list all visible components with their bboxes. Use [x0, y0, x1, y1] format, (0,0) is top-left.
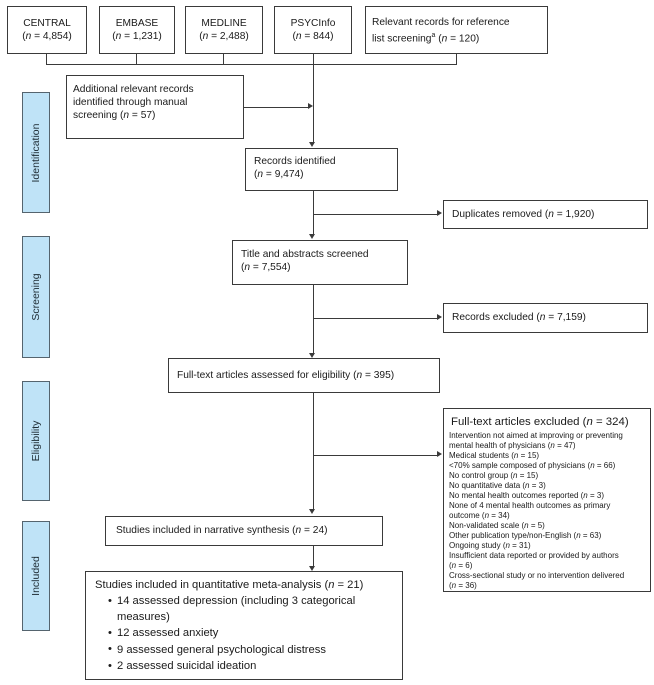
manual-screening-line3: screening (n = 57): [73, 110, 156, 122]
fulltext-excluded-box: Full-text articles excluded (n = 324) In…: [443, 408, 651, 592]
list-item: No quantitative data (n = 3): [449, 481, 546, 490]
title-abstracts-line1: Title and abstracts screened: [241, 249, 369, 260]
records-identified-line2: (n = 9,474): [254, 169, 304, 181]
source-box-psycinfo: PSYCInfo (n = 844): [274, 6, 352, 54]
arrow-into-records-identified: [309, 142, 316, 147]
records-identified-box: Records identified (n = 9,474): [245, 148, 398, 191]
meta-analysis-title: Studies included in quantitative meta-an…: [95, 579, 364, 591]
stage-label-included-text: Included: [30, 556, 42, 596]
reference-list-line1: Relevant records for reference: [372, 17, 510, 28]
list-item: 14 assessed depression (including 3 cate…: [108, 594, 396, 625]
connector-central-stub: [46, 54, 47, 64]
source-box-medline: MEDLINE (n = 2,488): [185, 6, 263, 54]
stage-label-identification: Identification: [22, 92, 50, 213]
list-item: No mental health outcomes reported (n = …: [449, 491, 604, 500]
arrow-into-fulltext-excluded: [437, 451, 442, 458]
source-name-psycinfo: PSYCInfo: [290, 18, 336, 29]
arrow-into-narrative-synthesis: [309, 509, 316, 514]
connector-records-to-title: [313, 191, 314, 236]
arrow-manual-to-trunk: [308, 103, 313, 110]
connector-reference-stub: [456, 54, 457, 64]
stage-label-screening-text: Screening: [30, 273, 42, 321]
connector-fulltext-to-narrative: [313, 393, 314, 511]
connector-sources-trunk: [313, 64, 314, 144]
duplicates-removed-text: Duplicates removed (n = 1,920): [452, 208, 595, 220]
source-name-medline: MEDLINE: [201, 18, 247, 29]
connector-sources-manifold: [46, 64, 457, 65]
records-identified-line1: Records identified: [254, 156, 336, 167]
list-item: Intervention not aimed at improving or p…: [449, 431, 623, 440]
reference-list-line2: list screeninga (n = 120): [372, 32, 480, 45]
fulltext-excluded-reason-list: Intervention not aimed at improving or p…: [449, 431, 645, 591]
list-item: Cross-sectional study or no intervention…: [449, 571, 625, 580]
stage-label-identification-text: Identification: [30, 123, 42, 182]
connector-title-to-excluded: [313, 318, 439, 319]
connector-fulltext-to-excluded-list: [313, 455, 439, 456]
duplicates-removed-box: Duplicates removed (n = 1,920): [443, 200, 648, 229]
manual-screening-line2: identified through manual: [73, 97, 188, 109]
source-count-embase: (n = 1,231): [112, 31, 162, 43]
stage-label-screening: Screening: [22, 236, 50, 358]
records-excluded-text: Records excluded (n = 7,159): [452, 312, 586, 324]
source-box-central: CENTRAL (n = 4,854): [7, 6, 87, 54]
list-item: mental health of physicians (n = 47): [449, 441, 576, 450]
list-item: outcome (n = 34): [449, 511, 510, 520]
list-item: 2 assessed suicidal ideation: [108, 659, 396, 675]
list-item: Non-validated scale (n = 5): [449, 521, 545, 530]
connector-embase-stub: [136, 54, 137, 64]
list-item: 9 assessed general psychological distres…: [108, 642, 396, 659]
fulltext-excluded-title: Full-text articles excluded (n = 324): [451, 416, 629, 428]
connector-psycinfo-stub: [313, 54, 314, 64]
list-item: (n = 6): [449, 561, 473, 570]
fulltext-assessed-box: Full-text articles assessed for eligibil…: [168, 358, 440, 393]
connector-manual-to-trunk: [244, 107, 310, 108]
list-item: None of 4 mental health outcomes as prim…: [449, 501, 611, 510]
source-box-embase: EMBASE (n = 1,231): [99, 6, 175, 54]
source-count-central: (n = 4,854): [22, 31, 72, 43]
source-name-central: CENTRAL: [23, 18, 71, 29]
arrow-into-title-abstracts: [309, 234, 316, 239]
list-item: (n = 36): [449, 581, 477, 590]
source-count-psycinfo: (n = 844): [292, 31, 334, 43]
list-item: 12 assessed anxiety: [108, 626, 396, 642]
arrow-into-meta-analysis: [309, 566, 316, 571]
list-item: Ongoing study (n = 31): [449, 541, 531, 550]
arrow-into-duplicates: [437, 210, 442, 217]
stage-label-eligibility: Eligibility: [22, 381, 50, 501]
connector-title-to-fulltext: [313, 285, 314, 355]
title-abstracts-box: Title and abstracts screened (n = 7,554): [232, 240, 408, 285]
narrative-synthesis-text: Studies included in narrative synthesis …: [116, 525, 328, 537]
records-excluded-box: Records excluded (n = 7,159): [443, 303, 648, 333]
arrow-into-records-excluded: [437, 314, 442, 321]
connector-narrative-to-meta: [313, 546, 314, 568]
arrow-into-fulltext: [309, 353, 316, 358]
title-abstracts-line2: (n = 7,554): [241, 262, 291, 274]
source-box-reference-list: Relevant records for reference list scre…: [365, 6, 548, 54]
manual-screening-line1: Additional relevant records: [73, 84, 194, 95]
list-item: Insufficient data reported or provided b…: [449, 551, 619, 560]
meta-analysis-box: Studies included in quantitative meta-an…: [85, 571, 403, 680]
fulltext-assessed-text: Full-text articles assessed for eligibil…: [177, 369, 395, 381]
list-item: <70% sample composed of physicians (n = …: [449, 461, 616, 470]
list-item: Other publication type/non-English (n = …: [449, 531, 602, 540]
list-item: No control group (n = 15): [449, 471, 539, 480]
stage-label-eligibility-text: Eligibility: [30, 420, 42, 462]
meta-analysis-bullet-list: 14 assessed depression (including 3 cate…: [95, 594, 396, 675]
narrative-synthesis-box: Studies included in narrative synthesis …: [105, 516, 383, 546]
stage-label-included: Included: [22, 521, 50, 631]
manual-screening-box: Additional relevant records identified t…: [66, 75, 244, 139]
connector-records-to-duplicates: [313, 214, 439, 215]
source-name-embase: EMBASE: [115, 18, 159, 29]
connector-medline-stub: [223, 54, 224, 64]
list-item: Medical students (n = 15): [449, 451, 540, 460]
source-count-medline: (n = 2,488): [199, 31, 249, 43]
